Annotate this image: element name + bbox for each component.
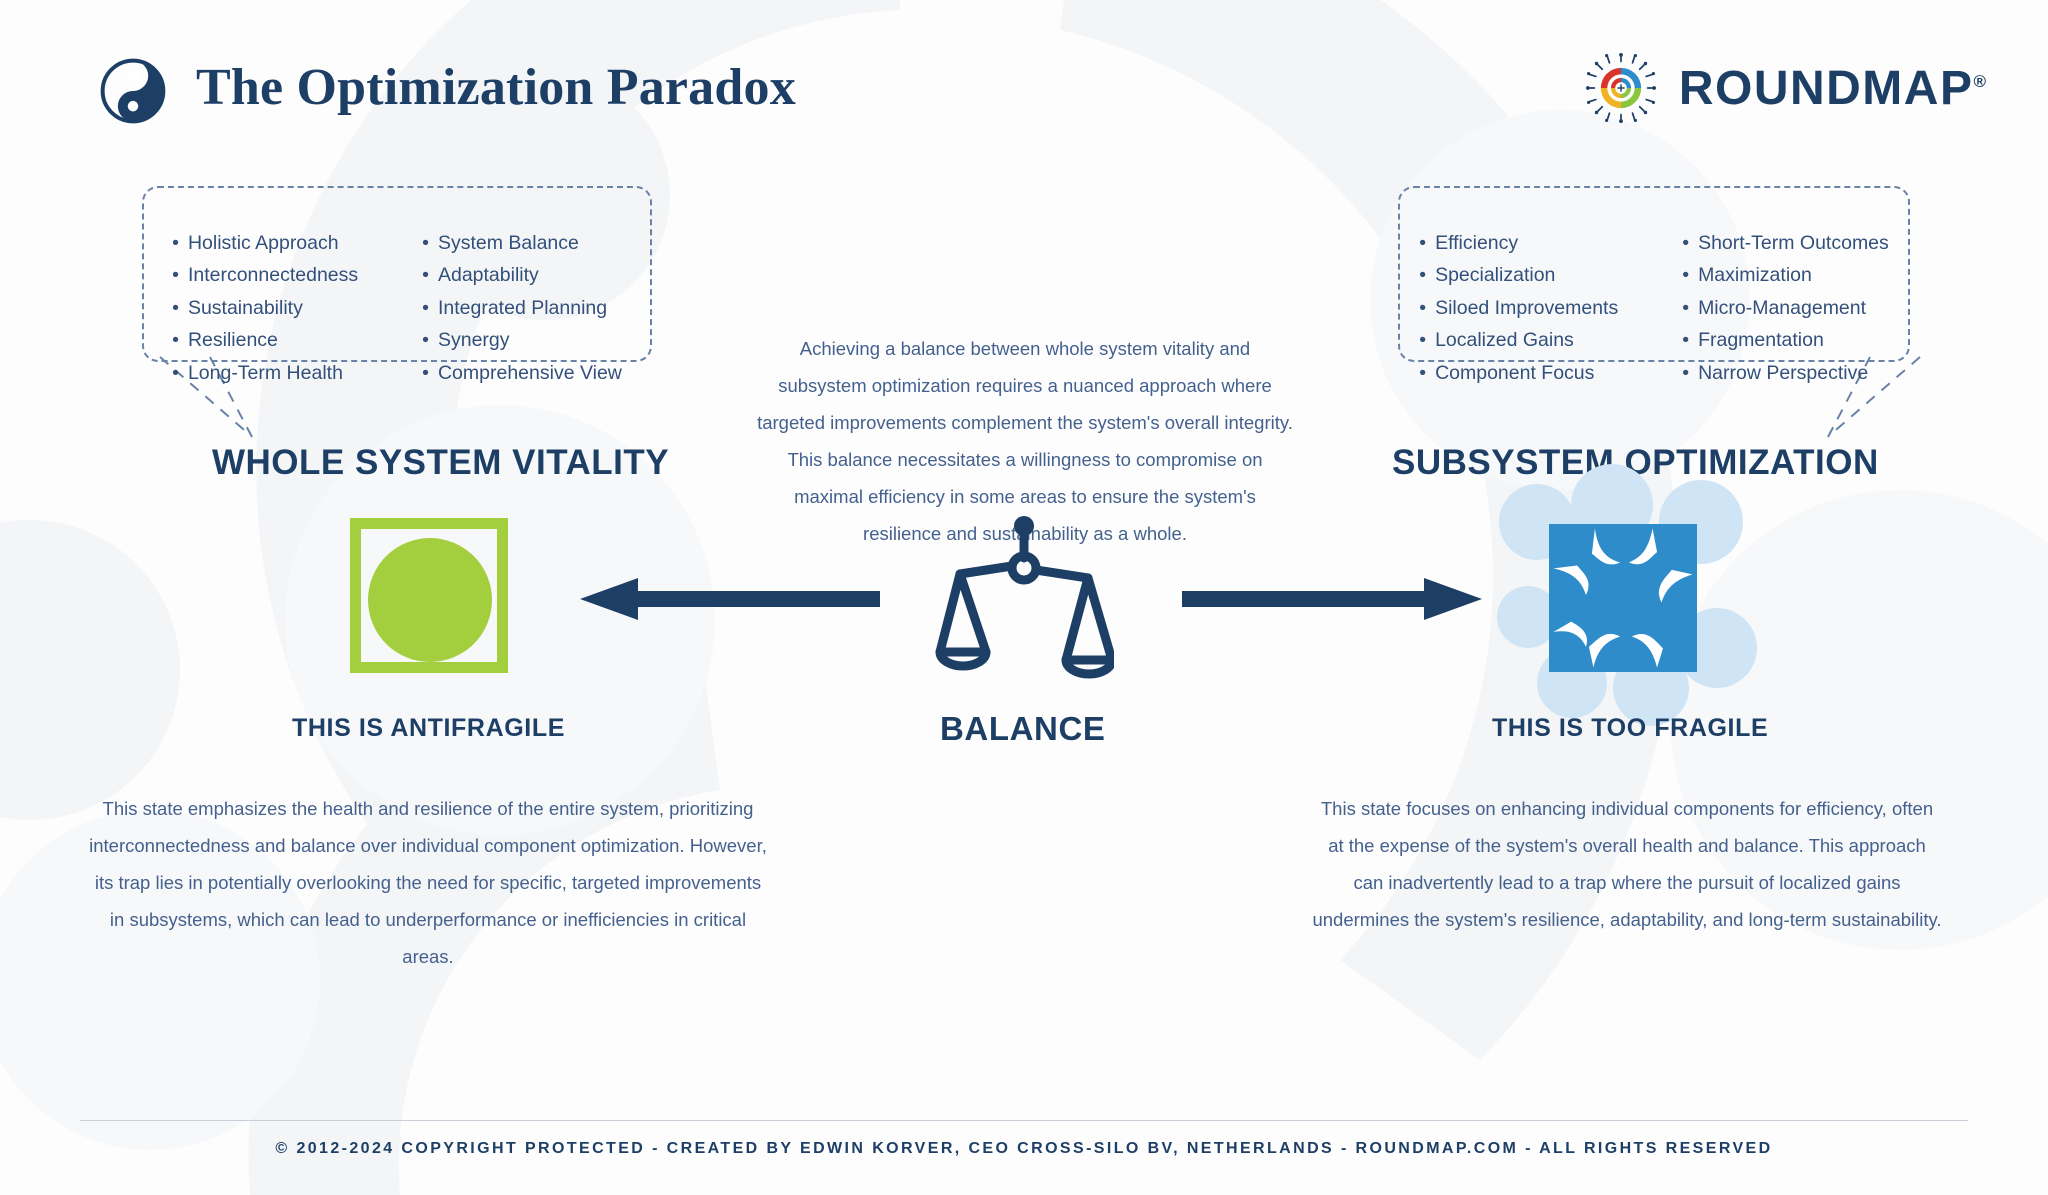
right-callout-box: Efficiency Specialization Siloed Improve… [1398, 186, 1910, 384]
list-item: Sustainability [172, 293, 358, 323]
list-item: Maximization [1682, 260, 1889, 290]
footer-copyright: © 2012-2024 COPYRIGHT PROTECTED - CREATE… [275, 1140, 1773, 1157]
list-item: Long-Term Health [172, 358, 358, 388]
watermark-circle [0, 520, 180, 820]
list-item: Fragmentation [1682, 325, 1889, 355]
left-section-title: WHOLE SYSTEM VITALITY [212, 443, 670, 482]
fragmented-square-shape [1549, 524, 1697, 672]
right-sub-title: THIS IS TOO FRAGILE [1492, 714, 1769, 742]
list-item: Specialization [1419, 260, 1618, 290]
left-arrow-icon [580, 578, 880, 620]
right-bullet-column-1: Efficiency Specialization Siloed Improve… [1419, 228, 1618, 388]
yin-yang-icon [100, 58, 166, 124]
blue-fragmented-square-icon [1497, 464, 1757, 726]
right-callout-content: Efficiency Specialization Siloed Improve… [1400, 188, 1908, 422]
green-circle-in-square-icon [350, 518, 508, 673]
brand-logo[interactable]: ROUNDMAP® [1585, 52, 1986, 124]
list-item: Comprehensive View [422, 358, 622, 388]
list-item: Short-Term Outcomes [1682, 228, 1889, 258]
left-callout-content: Holistic Approach Interconnectedness Sus… [144, 188, 650, 422]
balance-scale-icon [935, 516, 1114, 679]
right-bullet-column-2: Short-Term Outcomes Maximization Micro-M… [1682, 228, 1889, 388]
brand-name: ROUNDMAP [1678, 61, 1974, 115]
list-item: Micro-Management [1682, 293, 1889, 323]
right-body-paragraph: This state focuses on enhancing individu… [1312, 798, 1942, 930]
list-item: Component Focus [1419, 358, 1618, 388]
list-item: Localized Gains [1419, 325, 1618, 355]
left-body-paragraph: This state emphasizes the health and res… [89, 798, 767, 967]
list-item: Efficiency [1419, 228, 1618, 258]
halo-circle [1497, 586, 1559, 648]
center-paragraph: Achieving a balance between whole system… [757, 338, 1293, 544]
list-item: Holistic Approach [172, 228, 358, 258]
left-sub-title: THIS IS ANTIFRAGILE [292, 714, 565, 742]
roundmap-wheel-icon [1585, 53, 1656, 123]
list-item: Narrow Perspective [1682, 358, 1889, 388]
page-title: The Optimization Paradox [196, 59, 796, 116]
list-item: Interconnectedness [172, 260, 358, 290]
list-item: Synergy [422, 325, 622, 355]
list-item: System Balance [422, 228, 622, 258]
header: The Optimization Paradox [0, 0, 2048, 150]
left-bullet-column-2: System Balance Adaptability Integrated P… [422, 228, 622, 388]
list-item: Siloed Improvements [1419, 293, 1618, 323]
registered-mark: ® [1973, 71, 1986, 91]
list-item: Integrated Planning [422, 293, 622, 323]
footer-divider [80, 1120, 1968, 1121]
list-item: Adaptability [422, 260, 622, 290]
left-callout-box: Holistic Approach Interconnectedness Sus… [142, 186, 652, 384]
left-bullet-column-1: Holistic Approach Interconnectedness Sus… [172, 228, 358, 388]
green-circle-fill [368, 538, 492, 662]
center-label: BALANCE [940, 710, 1106, 747]
list-item: Resilience [172, 325, 358, 355]
brand-wordmark: ROUNDMAP® [1679, 61, 1986, 116]
right-arrow-icon [1182, 578, 1482, 620]
